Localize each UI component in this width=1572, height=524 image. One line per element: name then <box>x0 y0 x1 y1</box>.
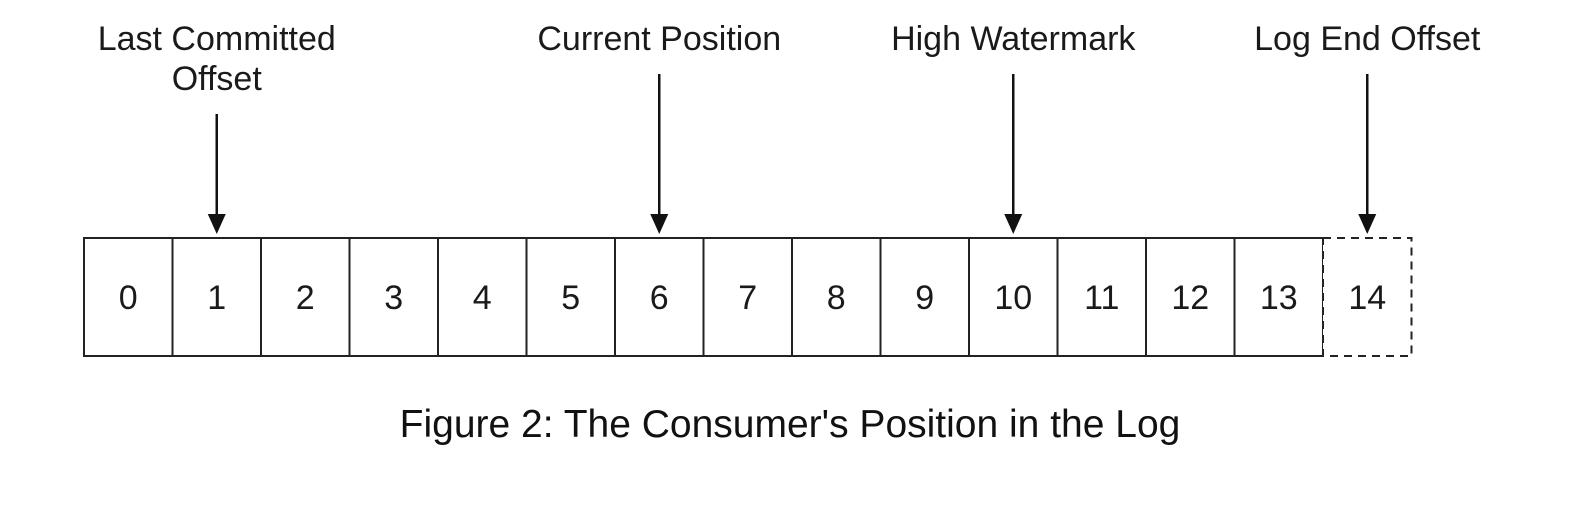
log-cell: 2 <box>260 237 351 357</box>
arrow-head-icon <box>1358 214 1377 234</box>
log-cell: 12 <box>1145 237 1236 357</box>
offset-number: 8 <box>827 279 846 317</box>
current-position-label: Current Position <box>537 20 781 58</box>
log-cell: 10 <box>968 237 1059 357</box>
offset-box <box>1056 237 1147 357</box>
offset-number: 0 <box>119 279 138 317</box>
log-cell: 7 <box>702 237 793 357</box>
offset-number: 2 <box>296 279 315 317</box>
offset-number: 6 <box>650 279 669 317</box>
offset-box <box>1145 237 1236 357</box>
offset-box <box>791 237 882 357</box>
high-watermark-label: High Watermark <box>891 20 1136 58</box>
offset-box <box>83 237 174 357</box>
offset-number: 1 <box>207 279 226 317</box>
log-cell: 5 <box>525 237 616 357</box>
current-position-pointer: Current Position <box>537 20 781 234</box>
offset-number: 13 <box>1260 279 1298 317</box>
offset-number: 14 <box>1348 279 1386 317</box>
figure-caption: Figure 2: The Consumer's Position in the… <box>400 403 1181 446</box>
offset-box <box>171 237 262 357</box>
pending-offset-box <box>1322 237 1413 357</box>
high-watermark-pointer: High Watermark <box>891 20 1136 234</box>
offset-number: 10 <box>994 279 1032 317</box>
offset-number: 12 <box>1171 279 1209 317</box>
offset-number: 5 <box>561 279 580 317</box>
log-cell: 6 <box>614 237 705 357</box>
offset-number: 11 <box>1084 279 1119 317</box>
offset-number: 7 <box>738 279 757 317</box>
offset-number: 4 <box>473 279 492 317</box>
arrow-head-icon <box>650 214 669 234</box>
log-cell: 8 <box>791 237 882 357</box>
arrow-head-icon <box>1004 214 1023 234</box>
offset-box <box>1233 237 1324 357</box>
log-cell: 3 <box>348 237 439 357</box>
offset-number: 3 <box>384 279 403 317</box>
arrow-head-icon <box>207 214 226 234</box>
log-cell: 1 <box>171 237 262 357</box>
offset-box <box>348 237 439 357</box>
log-cell: 14 <box>1322 237 1413 357</box>
offset-box <box>968 237 1059 357</box>
offset-box <box>879 237 970 357</box>
log-cell: 4 <box>437 237 528 357</box>
log-end-offset-label: Log End Offset <box>1254 20 1481 58</box>
log-cell: 9 <box>879 237 970 357</box>
log-cell: 0 <box>83 237 174 357</box>
offset-box <box>260 237 351 357</box>
last-committed-offset-label: Last Committed <box>98 20 336 58</box>
offset-box <box>525 237 616 357</box>
offset-number: 9 <box>915 279 934 317</box>
log-cell: 13 <box>1233 237 1324 357</box>
last-committed-offset-label: Offset <box>172 60 263 98</box>
log-cell: 11 <box>1056 237 1147 357</box>
log-end-offset-pointer: Log End Offset <box>1254 20 1481 234</box>
